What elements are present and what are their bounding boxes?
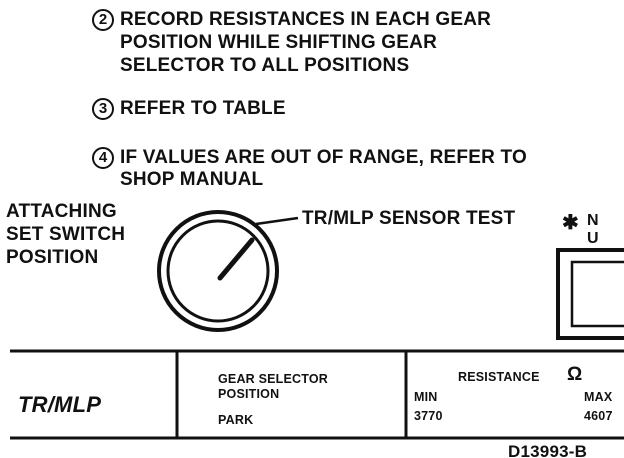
resistance-header: RESISTANCE [458,370,540,384]
step-number-4: 4 [92,147,114,169]
connector-box [556,248,624,340]
step-number-2: 2 [92,9,114,31]
gear-selector-header-line-1: GEAR SELECTOR [218,372,329,386]
max-label: MAX [584,390,613,404]
step-4-line-2: SHOP MANUAL [120,169,264,190]
step-2-line-2: POSITION WHILE SHIFTING GEAR [120,32,437,53]
gear-position-value: PARK [218,413,254,427]
step-4-line-1: IF VALUES ARE OUT OF RANGE, REFER TO [120,147,527,168]
attaching-label-line-3: POSITION [6,247,99,268]
min-value: 3770 [414,409,443,423]
max-value: 4607 [584,409,613,423]
sensor-leader-line [255,216,299,226]
attaching-label-line-1: ATTACHING [6,201,117,222]
ohm-unit: Ω [567,364,583,385]
step-number-3: 3 [92,98,114,120]
sensor-test-label: TR/MLP SENSOR TEST [302,208,516,229]
edge-note-line-1: N [587,212,599,229]
asterisk-note-icon: ✱ [562,212,579,234]
sensor-dial-icon [157,210,279,332]
attaching-label-line-2: SET SWITCH [6,224,126,245]
resistance-table-frame [10,349,624,440]
figure-id: D13993-B [508,442,588,458]
step-2-line-1: RECORD RESISTANCES IN EACH GEAR [120,9,492,30]
table-title: TR/MLP [18,392,102,417]
min-label: MIN [414,390,438,404]
step-2-line-3: SELECTOR TO ALL POSITIONS [120,55,410,76]
gear-selector-header-line-2: POSITION [218,387,280,401]
step-3-line-1: REFER TO TABLE [120,98,286,119]
edge-note-line-2: U [587,230,599,247]
